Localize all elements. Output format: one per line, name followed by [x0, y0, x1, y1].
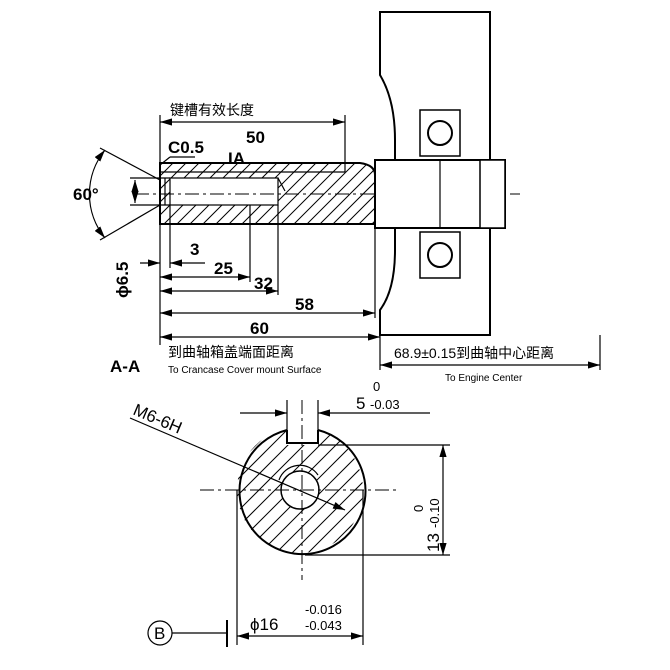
dim-3: 3	[190, 240, 199, 259]
shaft-cross-section	[200, 400, 400, 580]
key-width-lower-tol: -0.03	[370, 397, 400, 412]
thread-spec: M6-6H	[130, 400, 184, 437]
engine-housing	[374, 11, 506, 336]
hatch-line	[305, 427, 363, 553]
hatch-line	[345, 163, 375, 224]
section-label: A-A	[110, 357, 140, 376]
engine-center-label-cn: 68.9±0.15到曲轴中心距离	[394, 345, 554, 361]
dim-58: 58	[295, 295, 314, 314]
hatch-line	[160, 163, 187, 224]
diameter-lower-tol: -0.043	[305, 618, 342, 633]
dim-25: 25	[214, 259, 233, 278]
section-dimensions: 键槽有效长度 50 C0.5 IA 60° ϕ6.5 3 25 32 58 60…	[73, 102, 601, 384]
diameter-upper-tol: -0.016	[305, 602, 342, 617]
hatch-line	[237, 427, 261, 553]
dim-32: 32	[254, 274, 273, 293]
hatch-line	[293, 163, 356, 224]
key-width-upper-tol: 0	[373, 379, 380, 394]
keyway-length-label: 键槽有效长度	[170, 102, 254, 118]
bearing-ball-bottom	[427, 242, 453, 268]
dim-50: 50	[246, 128, 265, 147]
crankcase-label-cn: 到曲轴箱盖端面距离	[168, 344, 294, 360]
cross-section-dimensions: 5 0 -0.03 M6-6H 13 0 -0.10 ϕ16 -0.016 -0…	[129, 379, 450, 647]
angle-60: 60°	[73, 185, 99, 204]
engine-center-label-en: To Engine Center	[445, 373, 523, 384]
hatch-line	[160, 163, 161, 224]
datum-label: B	[154, 624, 165, 643]
bearing-ball-top	[427, 120, 453, 146]
hatch-line	[319, 163, 375, 224]
hatch-line	[358, 163, 375, 224]
diameter-dim: ϕ16	[250, 615, 278, 634]
hatch-line	[257, 427, 363, 553]
dim-60: 60	[250, 319, 269, 338]
chamfer-label: C0.5	[168, 138, 204, 157]
height-lower-tol: -0.10	[427, 498, 442, 528]
hatch-line	[237, 427, 277, 553]
hole-diameter: ϕ6.5	[113, 262, 132, 298]
hatch-line	[160, 163, 174, 224]
key-width: 5	[356, 394, 365, 413]
crankcase-label-en: To Crancase Cover mount Surface	[168, 365, 322, 376]
height-upper-tol: 0	[411, 505, 426, 512]
hatch-line	[321, 427, 363, 553]
view-marker: IA	[228, 149, 245, 168]
hatch-line	[237, 427, 293, 553]
height-dim: 13	[424, 533, 443, 552]
